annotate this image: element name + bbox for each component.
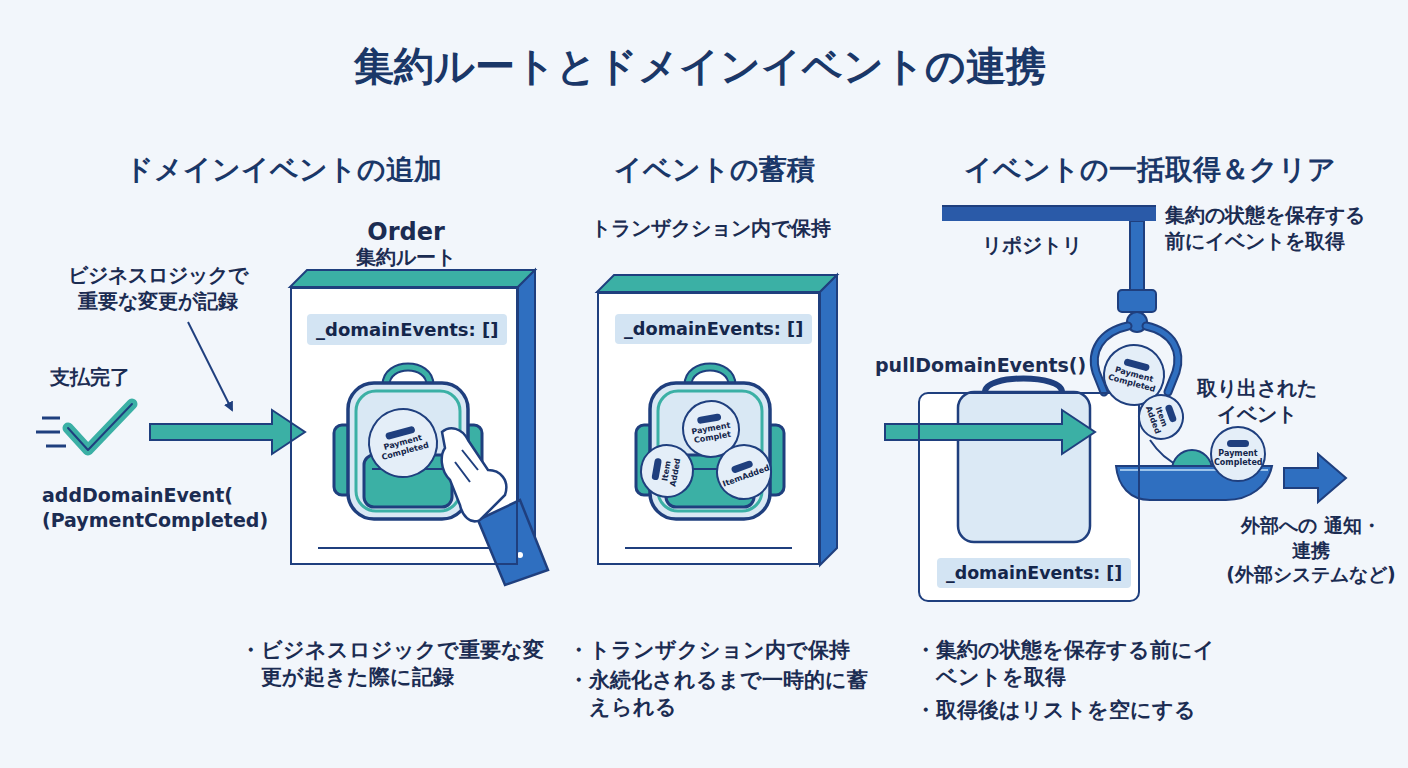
- node-subheading: 集約ルート: [292, 245, 520, 270]
- node-heading: トランザクション内で保持: [561, 216, 861, 241]
- coin-text: Item Added: [659, 448, 684, 496]
- accumulate-box-3d: [597, 275, 837, 565]
- column-heading: イベントの一括取得＆クリア: [930, 152, 1370, 188]
- field-text: _domainEvents: []: [624, 319, 803, 339]
- bullet-text: ・トランザクション内で保持: [568, 637, 899, 664]
- diagram-title: 集約ルートとドメインイベントの連携: [0, 40, 1404, 92]
- method-call: addDomainEvent( (PaymentCompleted): [42, 483, 274, 532]
- coin-text: Payment Completed: [1214, 450, 1262, 468]
- coin-text: Payment Complet: [686, 421, 738, 447]
- pull-panel-art: [918, 379, 1140, 603]
- aggregate-root-box: Order集約ルート_domainEvents: []Payment Compl…: [290, 287, 518, 565]
- checkmark-icon: [36, 404, 132, 450]
- events-field: _domainEvents: []: [615, 314, 812, 344]
- coin-text: ItemAdded: [722, 464, 770, 489]
- coin-text: Payment Completed: [373, 432, 436, 465]
- note-text: ビジネスロジックで 重要な変更が記録: [55, 262, 260, 314]
- coin-text: Item Added: [1141, 397, 1171, 441]
- event-name: 支払完了: [50, 364, 180, 390]
- coin-text: Payment Completed: [1105, 364, 1161, 395]
- accumulate-box: トランザクション内で保持_domainEvents: []Payment Com…: [597, 292, 820, 565]
- field-text: _domainEvents: []: [946, 563, 1122, 583]
- event-coin: Item Added: [636, 440, 699, 503]
- pull-panel: pullDomainEvents()_domainEvents: []: [918, 392, 1140, 602]
- events-field: _domainEvents: []: [937, 558, 1131, 588]
- flow-arrow: [885, 410, 1095, 454]
- column-heading: ドメインイベントの追加: [83, 152, 483, 188]
- hand: [442, 428, 548, 585]
- repository-bar: リポジトリ: [942, 207, 1156, 221]
- bullet-text: ・永続化されるまで一時的に蓄えられる: [568, 667, 889, 722]
- bullet-text: ・ビジネスロジックで重要な変更が起きた際に記録: [240, 637, 561, 692]
- event-coin: Payment Completed: [1210, 426, 1266, 482]
- node-heading: pullDomainEvents(): [875, 354, 1086, 378]
- backpack: [636, 367, 784, 519]
- node-heading: リポジトリ: [982, 233, 1112, 258]
- column-heading: イベントの蓄積: [564, 152, 864, 188]
- bullet-text: ・取得後はリストを空にする: [915, 697, 1266, 724]
- field-text: _domainEvents: []: [316, 319, 498, 340]
- event-coin: Payment Completed: [360, 400, 446, 486]
- note-text: 外部への 通知・連携 (外部システムなど): [1225, 513, 1397, 587]
- note-text: 取り出されたイベント: [1192, 375, 1322, 427]
- events-field: _domainEvents: []: [307, 314, 507, 345]
- note-text: 集約の状態を保存する前にイベントを取得: [1165, 202, 1380, 254]
- leader-arrow: [188, 322, 232, 410]
- output-arrow: [1284, 454, 1346, 502]
- node-heading: Order: [292, 217, 520, 247]
- bullet-text: ・集約の状態を保存する前にイベントを取得: [915, 637, 1236, 692]
- flow-arrow: [150, 410, 305, 454]
